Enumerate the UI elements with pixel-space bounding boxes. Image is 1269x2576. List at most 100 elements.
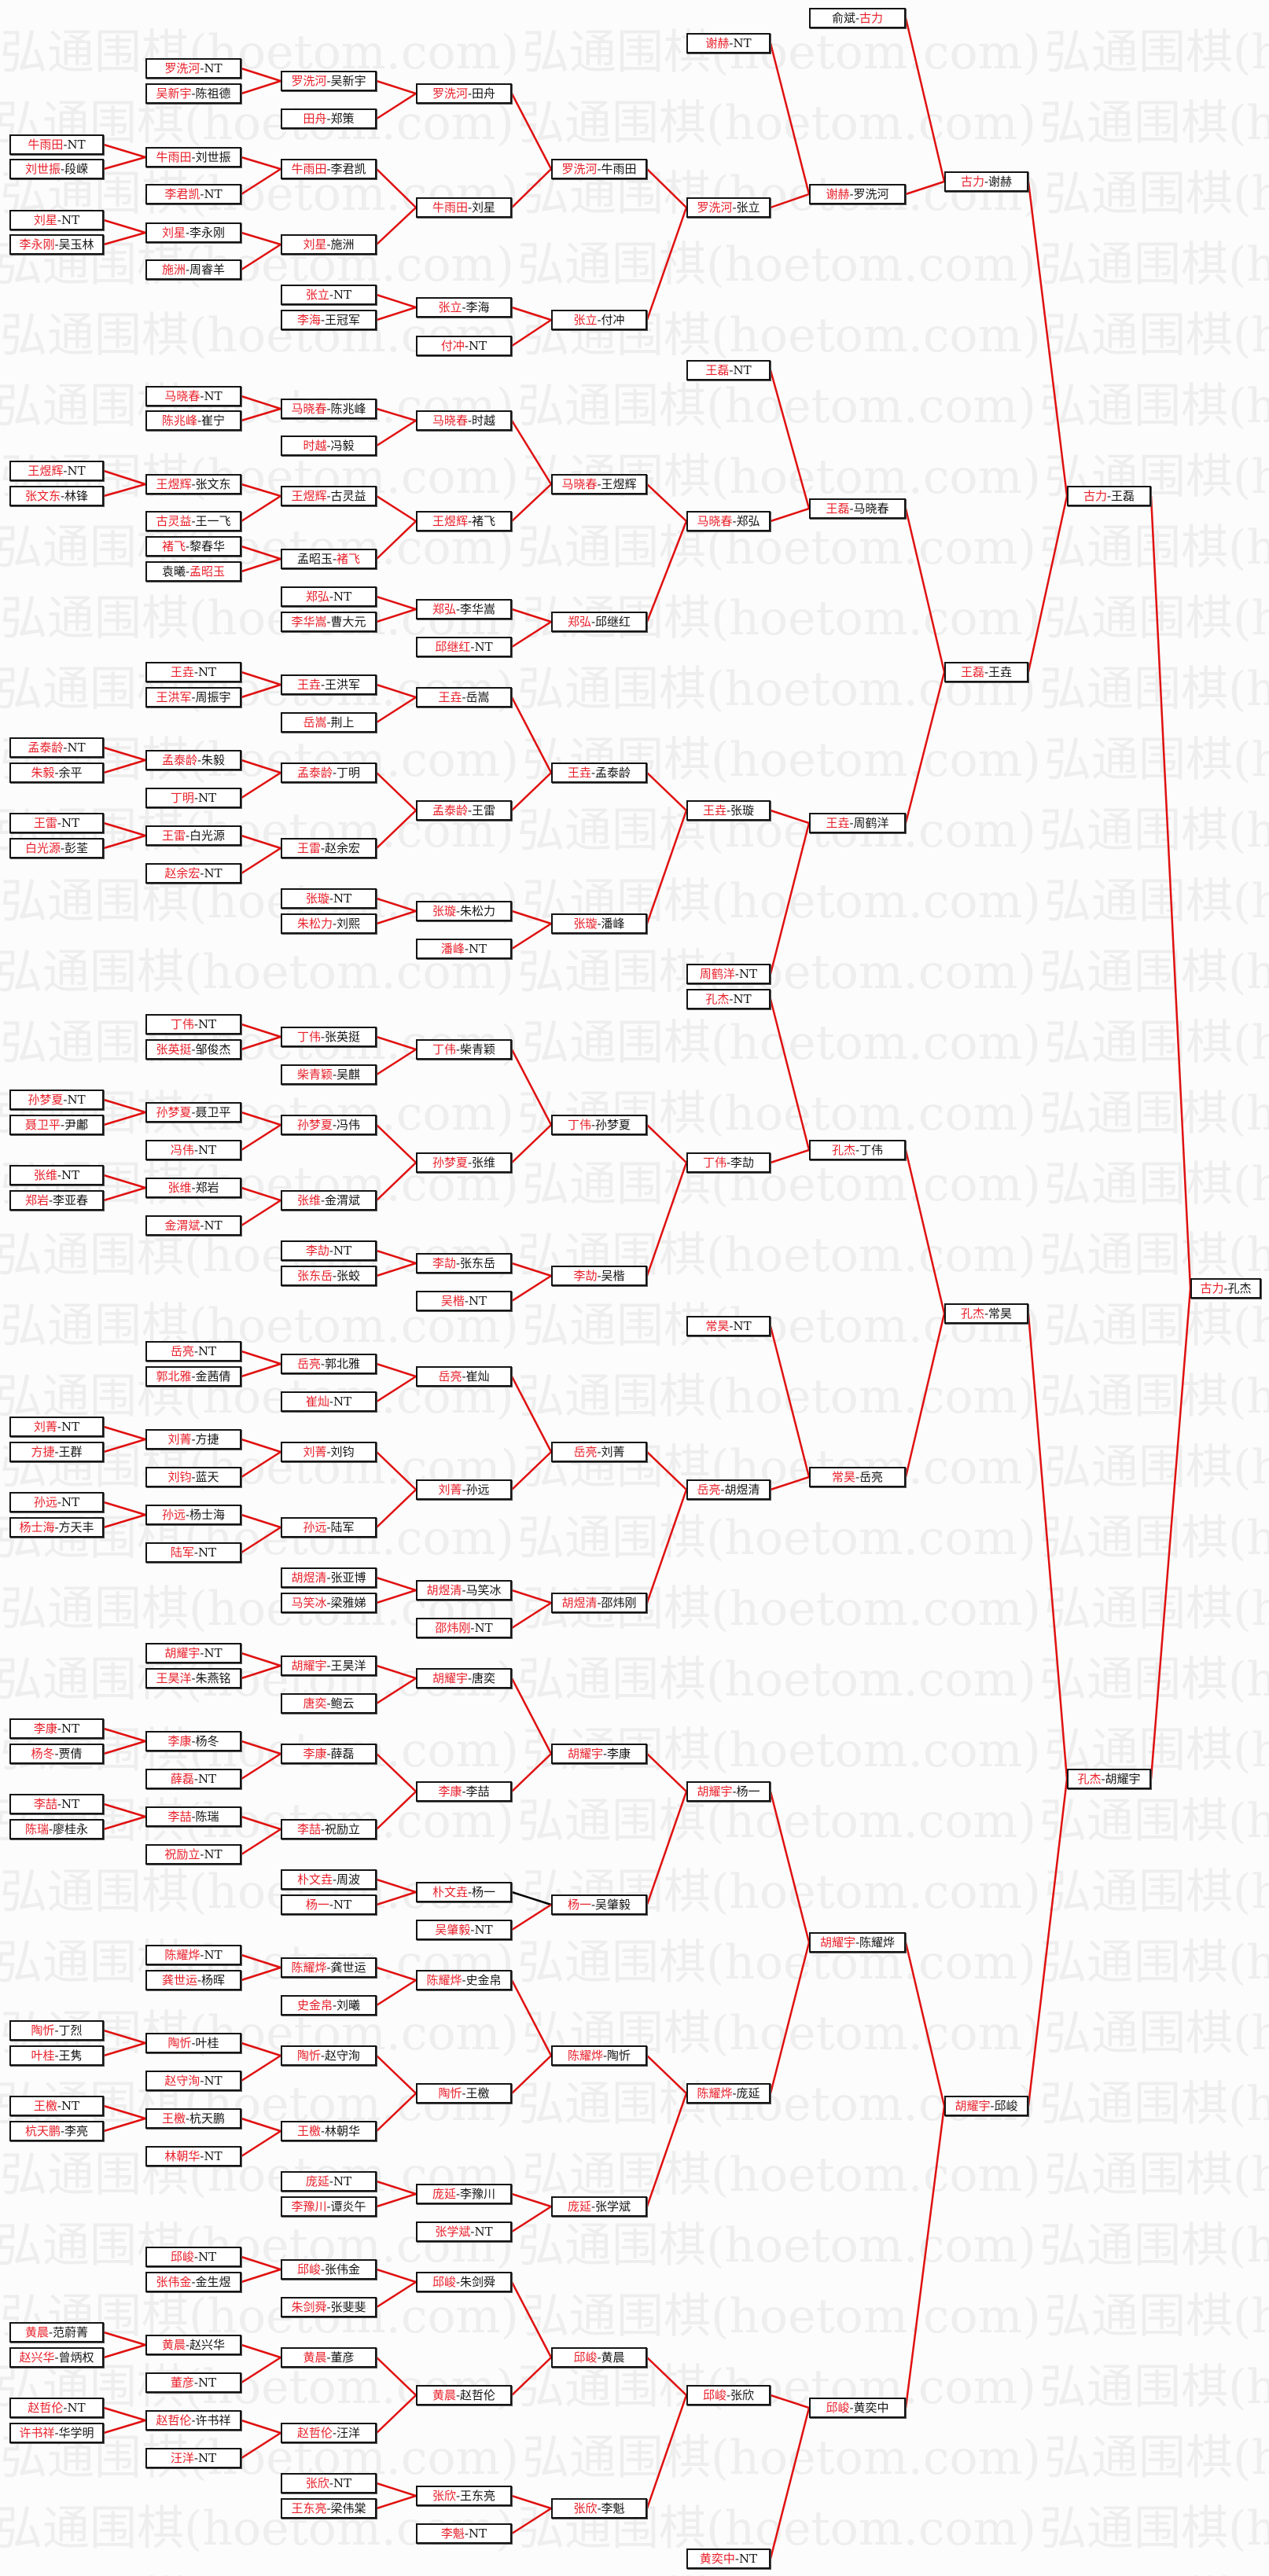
bracket-connector [376,2268,417,2284]
bye-label: NT [333,1395,352,1409]
bye-box: 岳亮-NT [145,1341,241,1361]
separator: - [855,1143,860,1157]
bracket-connector [103,1174,146,1189]
player-name: 吴新宇 [330,74,366,88]
player-name: 朴文垚 [432,1885,468,1899]
bracket-connector [103,156,146,171]
separator: - [185,226,190,240]
player-name: 褚飞 [161,539,186,553]
bye-box: 刘菁-NT [9,1417,104,1437]
bracket-connector [646,2093,688,2207]
player-name: 丁伟 [567,1118,591,1132]
player-name: 胡耀宇 [164,1646,200,1660]
player-name: 王雷 [33,816,57,830]
player-name: 王雷 [472,803,496,818]
player-name: 刘钧 [167,1470,192,1484]
separator: - [320,2049,326,2063]
separator: - [455,1256,461,1270]
bracket-connector [241,79,281,95]
match-box: 胡煜清-邵炜刚 [551,1593,647,1613]
player-name: 张东岳 [296,1269,333,1283]
player-name: 杭天鹏 [24,2124,61,2138]
player-name: 陈兆峰 [161,413,197,428]
bracket-connector [376,520,417,560]
bye-label: NT [333,288,352,302]
bracket-connector [103,483,146,498]
player-name: 赵哲伦 [28,2401,64,2415]
bye-label: NT [61,816,80,830]
separator: - [191,690,196,704]
match-box: 陈兆峰-崔宁 [145,410,241,431]
player-name: 孔杰 [1077,1772,1102,1786]
player-name: 王垚 [702,803,726,818]
bracket-connector [769,1325,811,1478]
player-name: 褚飞 [472,514,496,528]
separator: - [191,1369,196,1384]
player-name: 陆军 [330,1520,355,1534]
separator: - [326,615,331,629]
separator: - [470,640,475,654]
separator: - [464,942,469,956]
match-box: 王垚-孟泰龄 [551,763,647,783]
bracket-connector [376,696,417,724]
separator: - [464,1294,469,1308]
player-name: 邱峻 [573,2350,598,2365]
match-box: 孟泰龄-王雷 [416,800,512,821]
separator: - [193,1772,198,1786]
match-box: 张立-李海 [416,297,512,318]
player-name: 孟泰龄 [161,753,197,767]
separator: - [329,1898,333,1912]
bracket-connector [511,2192,552,2208]
player-name: 彭荃 [64,841,89,855]
bracket-connector [103,143,146,159]
player-name: 汪洋 [337,2426,361,2440]
separator: - [200,187,204,201]
match-box: 古灵益-王一飞 [145,511,241,531]
player-name: 袁曦 [161,564,186,579]
player-name: 张英挺 [325,1030,361,1044]
player-name: 吴玉林 [58,237,94,252]
player-name: 孙梦夏 [595,1118,631,1132]
separator: - [191,1042,196,1056]
bracket-connector [241,2431,281,2460]
bracket-connector [103,1438,146,1453]
bracket-connector [103,759,146,774]
player-name: 陈耀烨 [426,1973,462,1987]
bracket-connector [646,2055,687,2094]
player-name: 俞斌 [831,11,855,25]
player-name: 李君凯 [330,162,366,176]
player-name: 王煜辉 [156,477,192,491]
bracket-connector [241,1664,281,1680]
bye-label: NT [197,665,217,679]
match-box: 谢赫-罗洗河 [809,184,906,204]
player-name: 王群 [58,1445,83,1459]
bracket-connector [510,2281,553,2358]
bracket-connector [376,1162,417,1201]
separator: - [720,1483,725,1497]
bye-box: 常昊-NT [686,1316,771,1336]
bracket-connector [241,834,281,850]
player-name: 王一飞 [195,514,231,528]
player-name: 蓝天 [195,1470,219,1484]
player-name: 王东亮 [291,2501,327,2515]
match-box: 张立-付冲 [551,310,647,330]
match-box: 王煜辉-古灵益 [281,486,377,506]
separator: - [191,477,196,491]
player-name: 赵兴华 [19,2350,55,2365]
separator: - [590,1898,596,1912]
player-name: 牛雨田 [601,162,637,176]
bracket-connector [376,2192,417,2208]
player-name: 孙远 [465,1483,490,1497]
bracket-connector [770,1148,810,1164]
player-name: 张立 [736,200,760,215]
player-name: 张学斌 [435,2225,471,2239]
bye-label: NT [61,1797,80,1811]
match-box: 邱峻-黄晨 [551,2347,647,2368]
bracket-connector [769,1942,811,2094]
bracket-connector [510,93,553,170]
player-name: 张文东 [24,489,61,503]
bye-label: NT [197,2376,217,2390]
bracket-connector [376,2093,417,2132]
bracket-connector [646,1451,687,1490]
match-box: 孙梦夏-张维 [416,1152,512,1173]
